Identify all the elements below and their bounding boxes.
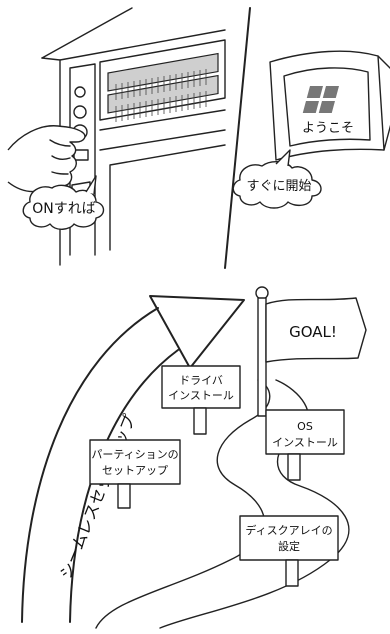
panel-divider [224, 7, 251, 269]
server-top-edge [41, 7, 133, 59]
bottom-panel: シームレスセットアップ GOAL! ドライバ インストール OS インストール [21, 286, 367, 629]
server-lower-panel [99, 109, 226, 251]
power-bubble-tail [85, 175, 97, 195]
drive-slot-1 [107, 52, 219, 92]
hand-icon [7, 125, 86, 193]
start-bubble-shape [232, 161, 322, 209]
sign-partition: パーティションの セットアップ [89, 439, 181, 509]
server-front-top [59, 29, 226, 61]
sign-disk-line1: ディスクアレイの [245, 523, 332, 537]
sign-disk-line2: 設定 [278, 539, 300, 553]
sign-driver-post [193, 407, 207, 435]
top-panel: ONすれば ようこそ すぐに開始 [7, 7, 390, 269]
sign-os-line2: インストール [272, 436, 338, 449]
status-led-icon [74, 86, 86, 98]
seamless-arrow-head [149, 295, 245, 369]
sign-os: OS インストール [265, 409, 345, 481]
sign-os-post [287, 453, 301, 481]
sign-partition-post [117, 483, 131, 509]
drive-bay-frame [99, 39, 226, 121]
monitor-screen-text: ようこそ [302, 121, 354, 136]
start-bubble: すぐに開始 [232, 149, 322, 209]
drive-vents [115, 69, 207, 122]
reset-button-icon [73, 105, 87, 119]
sign-partition-line2: セットアップ [102, 464, 168, 477]
power-bubble: ONすれば [22, 175, 105, 230]
seamless-arrow-inner [21, 307, 159, 623]
flag-pole-knob [255, 286, 269, 300]
sign-disk-post [285, 559, 299, 587]
drive-slot-2 [107, 74, 219, 114]
goal-flag: GOAL! [255, 286, 367, 417]
power-bubble-text: ONすれば [32, 201, 96, 217]
start-bubble-text: すぐに開始 [246, 179, 311, 194]
sign-disk-array: ディスクアレイの 設定 [239, 515, 339, 587]
monitor: ようこそ [269, 50, 390, 161]
hand-fingers [49, 139, 71, 175]
start-bubble-tail [275, 149, 291, 167]
sign-driver-line1: ドライバ [179, 374, 223, 387]
sign-disk-board [239, 515, 339, 561]
sign-os-board [265, 409, 345, 455]
sign-driver-board [161, 365, 241, 409]
goal-flag-text: GOAL! [289, 323, 337, 341]
sign-os-line1: OS [297, 420, 313, 433]
flag-cloth [265, 297, 367, 363]
monitor-side [377, 55, 390, 151]
sign-partition-board [89, 439, 181, 485]
sign-driver: ドライバ インストール [161, 365, 241, 435]
sign-driver-line2: インストール [168, 389, 234, 402]
flag-pole [257, 297, 267, 417]
sign-partition-line1: パーティションの [91, 448, 178, 461]
windows-logo-icon [302, 86, 339, 113]
power-bubble-shape [22, 184, 105, 230]
